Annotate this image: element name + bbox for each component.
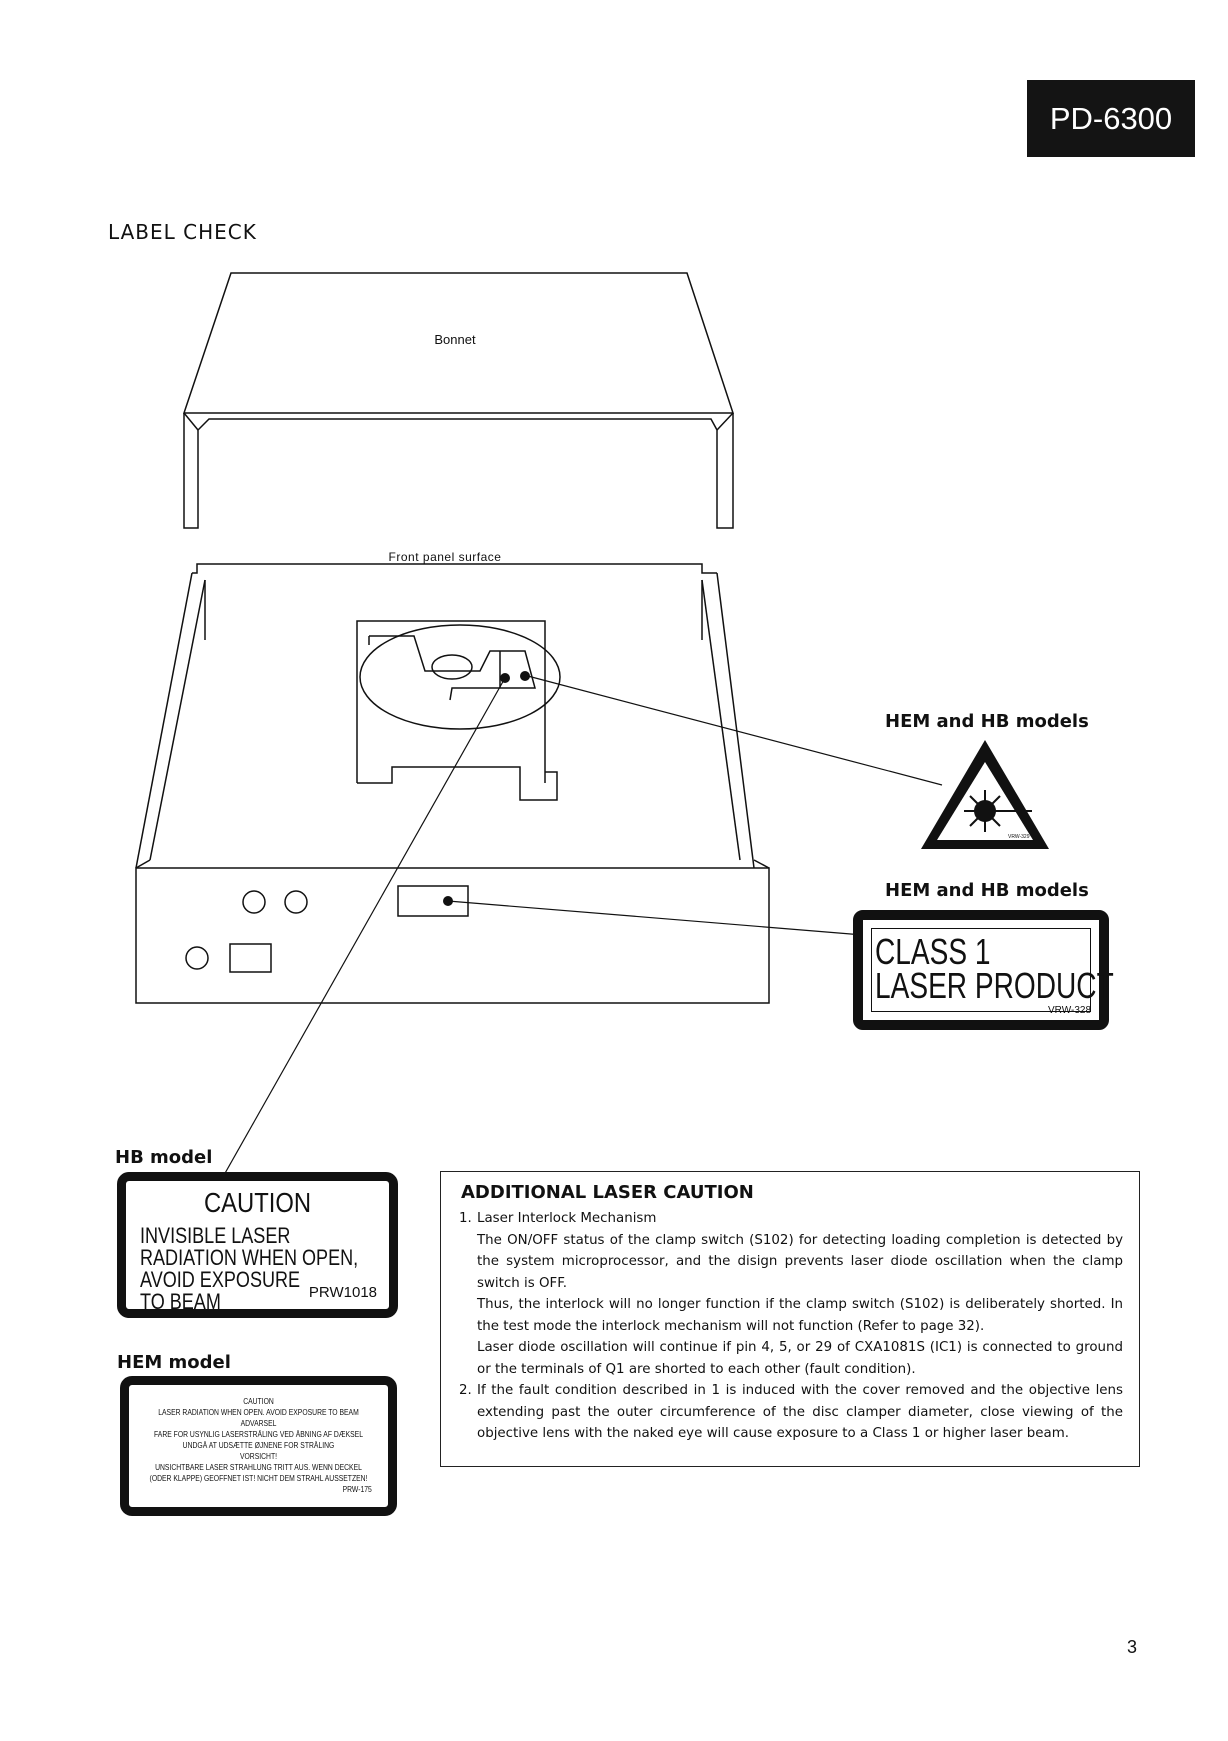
hem-hb-label-1: HEM and HB models [885,711,1089,732]
class1-line2: LASER PRODUCT [875,965,1114,1006]
disc-mechanism [356,620,561,801]
hem-caution-line: CAUTION [243,1397,274,1406]
front-controls [185,885,469,973]
hem-caution-line: FARE FOR USYNLIG LASERSTRÅLING VED ÅBNIN… [154,1430,363,1439]
hb-caution-title: CAUTION [203,1187,312,1218]
bonnet [182,272,735,529]
item1-heading: Laser Interlock Mechanism [477,1211,657,1226]
hb-caution-line: INVISIBLE LASER [140,1223,291,1248]
laser-warning-symbol: VRW-329 [921,740,1049,849]
leader-lines [210,674,943,1199]
hem-caution-line: UNSICHTBARE LASER STRAHLUNG TRITT AUS. W… [155,1463,362,1472]
hb-caution-line: AVOID EXPOSURE [140,1267,301,1292]
hem-caution-label: CAUTION LASER RADIATION WHEN OPEN. AVOID… [120,1376,397,1516]
hem-caution-line: LASER RADIATION WHEN OPEN. AVOID EXPOSUR… [158,1408,359,1417]
bonnet-label: Bonnet [434,332,476,347]
additional-caution-title: ADDITIONAL LASER CAUTION [461,1182,754,1203]
item1-paragraph: Laser diode oscillation will continue if… [477,1340,1123,1377]
class1-code: VRW-328 [1048,1005,1091,1016]
caution-item-2: 2. If the fault condition described in 1… [459,1380,1123,1445]
section-title: LABEL CHECK [108,220,257,244]
hem-caution-line: VORSICHT! [239,1452,278,1461]
additional-laser-caution: ADDITIONAL LASER CAUTION 1. Laser Interl… [440,1171,1140,1467]
hem-caution-line: ADVARSEL [240,1419,277,1428]
svg-text:VRW-329: VRW-329 [1008,834,1030,840]
hb-caution-line: TO BEAM [140,1289,221,1314]
model-badge: PD-6300 [1027,80,1195,157]
caution-item-1: 1. Laser Interlock Mechanism The ON/OFF … [459,1208,1123,1380]
class1-line1: CLASS 1 [875,931,991,972]
front-panel-label: Front panel surface [389,550,502,564]
hem-caution-code: PRW-175 [342,1485,372,1494]
hb-caution-line: RADIATION WHEN OPEN, [140,1245,359,1270]
hb-caution-label: CAUTION INVISIBLE LASER RADIATION WHEN O… [117,1172,398,1318]
hem-caution-line: UNDGÅ AT UDSÆTTE ØJNENE FOR STRÅLING [182,1441,335,1450]
chassis [135,563,770,1004]
hem-hb-label-2: HEM and HB models [885,880,1089,901]
class1-laser-label: CLASS 1 LASER PRODUCT VRW-328 [853,910,1114,1030]
item1-paragraph: The ON/OFF status of the clamp switch (S… [477,1232,1123,1291]
item1-paragraph: Thus, the interlock will no longer funct… [477,1297,1123,1334]
page-number: 3 [1127,1637,1138,1657]
hem-model-label: HEM model [117,1352,231,1373]
hb-caution-code: PRW1018 [308,1284,377,1301]
item2-paragraph: If the fault condition described in 1 is… [477,1383,1123,1441]
hb-model-label: HB model [115,1147,213,1168]
hem-caution-line: (ODER KLAPPE) GEOFFNET IST! NICHT DEM ST… [149,1474,368,1483]
